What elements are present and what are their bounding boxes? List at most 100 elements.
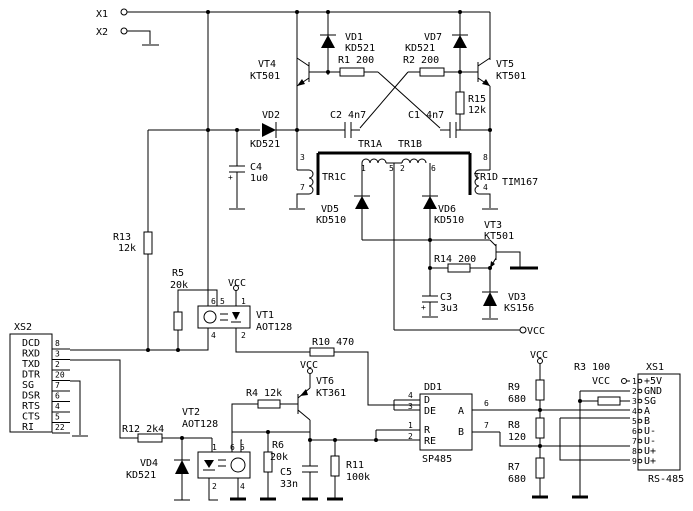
xs2-pin-num: 4 xyxy=(55,402,60,411)
diode-vd3: VD3 KS156 xyxy=(482,291,534,314)
dd1-num-2: 2 xyxy=(408,432,413,441)
xs2-pin-num: 7 xyxy=(55,381,60,390)
xs2-ref: XS2 xyxy=(14,322,32,333)
r9-vcc-label: VCC xyxy=(530,350,548,361)
optocoupler-vt1: 6 5 4 1 2 VT1 AOT128 xyxy=(197,297,292,340)
xs1-pin-num: 9 xyxy=(632,457,637,466)
vd1-ref: VD1 xyxy=(345,32,363,43)
dd1-ref: DD1 xyxy=(424,382,442,393)
vd5-ref: VD5 xyxy=(321,204,339,215)
vt3-ref: VT3 xyxy=(484,220,502,231)
dd1-num-1: 1 xyxy=(408,421,413,430)
vd2-ref: VD2 xyxy=(262,110,280,121)
vt1-vcc-label: VCC xyxy=(228,278,246,289)
c1-label: C1 4n7 xyxy=(408,110,444,121)
c2-label: C2 4n7 xyxy=(330,110,366,121)
diode-vd5: VD5 KD510 xyxy=(316,195,370,226)
r1-label: R1 200 xyxy=(338,55,374,66)
xs2-signal: DCD xyxy=(22,338,40,349)
tr1c-label: TR1C xyxy=(322,172,346,183)
xs2-pin-num: 22 xyxy=(55,423,65,432)
xs2-signal: RTS xyxy=(22,401,40,412)
dd1-num-6: 6 xyxy=(484,399,489,408)
r3-label: R3 100 xyxy=(574,362,610,373)
xs1-pin-num: 4 xyxy=(632,407,637,416)
vd6-ref: VD6 xyxy=(438,204,456,215)
terminal-x2-label: X2 xyxy=(96,27,108,38)
vd7-ref: VD7 xyxy=(424,32,442,43)
vt5-type: KT501 xyxy=(496,71,526,82)
r6-ref: R6 xyxy=(272,440,284,451)
vt2-pin4: 4 xyxy=(240,482,245,491)
svg-text:+: + xyxy=(228,173,233,182)
r9-value: 680 xyxy=(508,394,526,405)
diode-vd6: VD6 KD510 xyxy=(422,195,464,226)
r13-value: 12k xyxy=(118,243,136,254)
tr-pin-4: 4 xyxy=(483,183,488,192)
xs1-signal: U- xyxy=(644,426,656,437)
xs1-signal: +5V xyxy=(644,376,662,387)
vt1-pin2: 2 xyxy=(241,331,246,340)
vd1-type: KD521 xyxy=(345,43,375,54)
dd1-num-4: 4 xyxy=(408,391,413,400)
xs2-signal: RI xyxy=(22,422,34,433)
vt1-ref: VT1 xyxy=(256,310,274,321)
xs1-type: RS-485 xyxy=(648,474,684,485)
terminal-x1-label: X1 xyxy=(96,9,108,20)
r14-label: R14 200 xyxy=(434,254,476,265)
tr-pin-7: 7 xyxy=(300,183,305,192)
vd3-ref: VD3 xyxy=(508,292,526,303)
r9-ref: R9 xyxy=(508,382,520,393)
terminal-x2: X2 xyxy=(96,27,159,46)
c5-value: 33n xyxy=(280,479,298,490)
vt1-pin6: 6 xyxy=(211,297,216,306)
xs2-pin-num: 3 xyxy=(55,350,60,359)
tr-pin-2: 2 xyxy=(400,164,405,173)
resistor-r9: R9 680 xyxy=(508,379,545,405)
diode-vd7: VD7 KD521 xyxy=(405,32,468,54)
r8-ref: R8 xyxy=(508,420,520,431)
xs2-signal: RXD xyxy=(22,349,40,360)
terminal-x1: X1 xyxy=(96,8,490,20)
vt3-type: KT501 xyxy=(484,231,514,242)
dd1-pin-b: B xyxy=(458,427,464,438)
dd1-pin-re: RE xyxy=(424,436,436,447)
c4-value: 1u0 xyxy=(250,173,268,184)
r2-label: R2 200 xyxy=(403,55,439,66)
tr-pin-6: 6 xyxy=(431,164,436,173)
xs2-signal: DSR xyxy=(22,391,41,402)
vt6-type: KT361 xyxy=(316,388,346,399)
capacitor-c1: C1 4n7 xyxy=(408,110,457,138)
dd1-pin-de: DE xyxy=(424,406,436,417)
r15-value: 12k xyxy=(468,105,486,116)
resistor-r4: R4 12k xyxy=(246,388,282,409)
r7-value: 680 xyxy=(508,474,526,485)
xs1-pin-num: 7 xyxy=(632,437,637,446)
capacitor-c3: + C3 3u3 xyxy=(421,292,458,314)
vt2-pin2: 2 xyxy=(212,482,217,491)
c3-ref: C3 xyxy=(440,292,452,303)
r4-label: R4 12k xyxy=(246,388,282,399)
r5-ref: R5 xyxy=(172,268,184,279)
xs2-pin-num: 6 xyxy=(55,392,60,401)
xs2-pin-num: 20 xyxy=(55,371,65,380)
capacitor-c5: C5 33n xyxy=(280,465,318,490)
vt1-pin1: 1 xyxy=(241,297,246,306)
optocoupler-vt2: 1 6 5 2 4 VT2 AOT128 xyxy=(182,407,251,491)
xs2-signal: SG xyxy=(22,380,34,391)
vt5-ref: VT5 xyxy=(496,59,514,70)
tr-pin-1: 1 xyxy=(361,164,366,173)
vt4-type: KT501 xyxy=(250,71,280,82)
vd4-type: KD521 xyxy=(126,470,156,481)
diode-vd4: VD4 KD521 xyxy=(126,458,190,481)
xs1-vcc-label: VCC xyxy=(592,376,610,387)
xs1-signal: U+ xyxy=(644,456,656,467)
resistor-r1: R1 200 xyxy=(338,55,374,77)
r15-ref: R15 xyxy=(468,94,486,105)
vd7-type: KD521 xyxy=(405,43,435,54)
r10-label: R10 470 xyxy=(312,337,354,348)
r6-value: 20k xyxy=(270,452,288,463)
capacitor-c2: C2 4n7 xyxy=(330,110,366,138)
tr1a-label: TR1A xyxy=(358,139,382,150)
xs1-pin-num: 5 xyxy=(632,417,637,426)
